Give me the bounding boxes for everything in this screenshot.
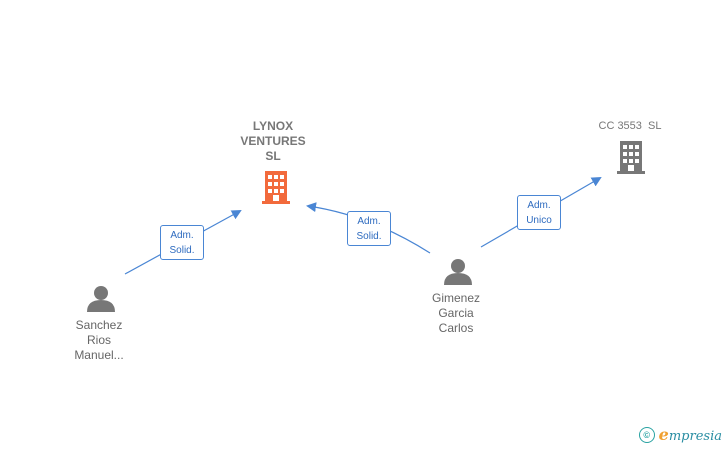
company-label-line: SL bbox=[265, 149, 281, 163]
edge-label-line: Solid. bbox=[169, 245, 195, 256]
person-label-line: Manuel... bbox=[74, 348, 124, 362]
footer-brand: © empresia bbox=[638, 425, 722, 444]
person-label-line: Gimenez bbox=[431, 291, 481, 305]
person-label-line: Sanchez bbox=[75, 318, 123, 332]
brand-logo[interactable]: empresia bbox=[659, 425, 722, 444]
edge-label-line: Adm. bbox=[357, 216, 381, 227]
person-label-line: Rios bbox=[86, 333, 111, 347]
edge-label-line: Adm. bbox=[170, 230, 194, 241]
edge-label-line: Solid. bbox=[356, 231, 382, 242]
company-label-line: LYNOX bbox=[252, 119, 294, 133]
person-label-line: Garcia bbox=[438, 306, 474, 320]
edge-label-line: Adm. bbox=[527, 200, 551, 211]
building-icon[interactable] bbox=[617, 141, 645, 174]
person-label-sanchez[interactable]: Sanchez Rios Manuel... bbox=[49, 318, 149, 363]
copyright-icon: © bbox=[638, 426, 655, 443]
person-icon[interactable] bbox=[444, 259, 472, 285]
person-label-gimenez[interactable]: Gimenez Garcia Carlos bbox=[406, 291, 506, 336]
company-label-cc3553[interactable]: CC 3553 SL bbox=[598, 120, 662, 132]
brand-rest: mpresia bbox=[668, 429, 722, 444]
person-label-line: Carlos bbox=[438, 321, 474, 335]
company-label-line: VENTURES bbox=[240, 134, 306, 148]
person-icon[interactable] bbox=[87, 286, 115, 312]
edge-label-sanchez-lynox: Adm. Solid. bbox=[160, 225, 204, 260]
company-label-lynox[interactable]: LYNOX VENTURES SL bbox=[223, 119, 323, 164]
brand-initial: e bbox=[658, 425, 669, 444]
edge-label-line: Unico bbox=[526, 215, 552, 226]
edge-label-gimenez-cc3553: Adm. Unico bbox=[517, 195, 561, 230]
edge-label-gimenez-lynox: Adm. Solid. bbox=[347, 211, 391, 246]
building-icon[interactable] bbox=[262, 171, 290, 204]
